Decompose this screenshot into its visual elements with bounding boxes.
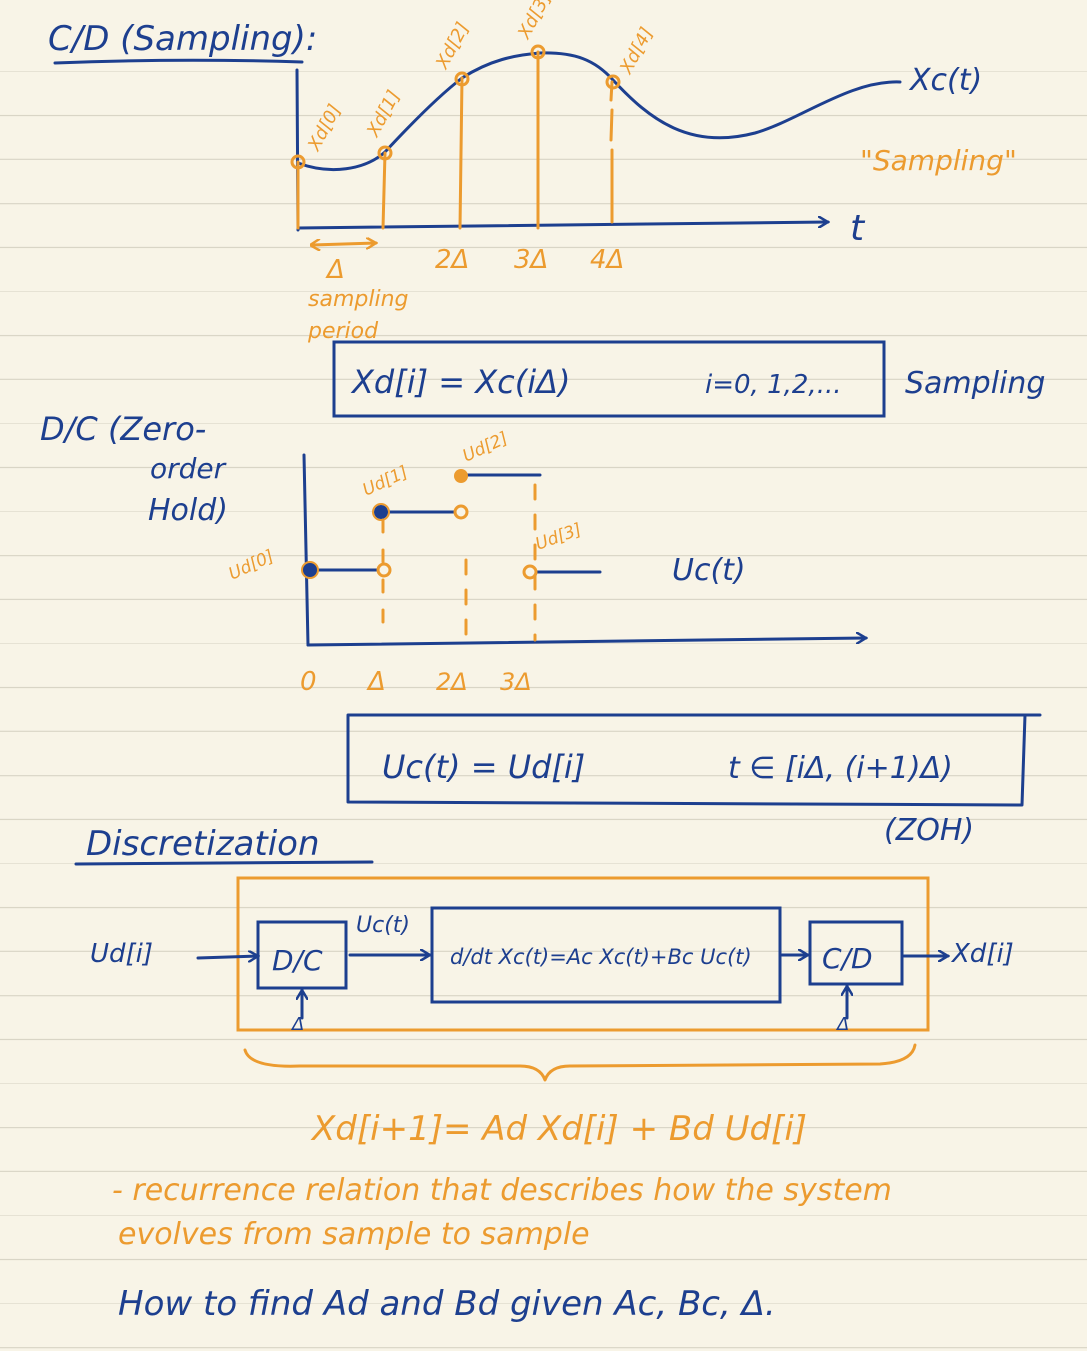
hold-heading-line3: Hold) [148, 493, 228, 528]
system-brace [243, 1043, 917, 1082]
zoh-formula-range: t ∈ [iΔ, (i+1)Δ) [728, 751, 953, 786]
description-line2: evolves from sample to sample [118, 1217, 590, 1252]
sample-stem [458, 76, 464, 230]
sample-label: Xd[0] [303, 101, 345, 155]
hold-filled-point [454, 469, 468, 483]
sampling-heading-underline [53, 58, 304, 65]
hold-sample-label: Ud[0] [226, 546, 277, 584]
sampling-t-axis [296, 222, 828, 230]
hold-filled-point [374, 505, 388, 519]
hold-heading-line1: D/C (Zero- [40, 410, 206, 448]
output-label: Xd[i] [950, 939, 1014, 969]
hold-point-ring [372, 503, 390, 521]
hold-tick-label: 0 [300, 667, 317, 697]
discretization-underline [74, 860, 374, 866]
tick-label: 4Δ [590, 245, 624, 275]
description-line1: - recurrence relation that describes how… [112, 1173, 892, 1208]
sample-point [530, 44, 546, 60]
hold-sample-label: Ud[3] [533, 520, 584, 555]
hold-sample-label: Ud[1] [360, 462, 411, 500]
hold-sample-label: Ud[2] [460, 428, 511, 466]
discretization-frame [236, 876, 930, 1032]
period-label-line1: sampling [308, 287, 409, 312]
sampling-formula: Xd[i] = Xc(iΔ) [350, 363, 571, 401]
hold-open-point [453, 504, 469, 520]
hold-t-axis [306, 638, 866, 647]
hold-heading-line2: order [150, 452, 227, 485]
sample-label: Xd[1] [362, 87, 404, 141]
discretization-section: Discretization Ud[i] D/C Δ Uc(t) d/dt Xc… [74, 824, 1014, 1324]
uc-label: Uc(t) [672, 553, 746, 588]
zoh-note: (ZOH) [884, 813, 974, 848]
sample-label: Xd[2] [431, 19, 473, 73]
hold-point-ring [301, 561, 319, 579]
hold-tick-label: Δ [366, 667, 386, 697]
question-text: How to find Ad and Bd given Ac, Bc, Δ. [118, 1284, 776, 1324]
sample-label: Xd[4] [615, 24, 657, 78]
hold-open-point [522, 564, 538, 580]
sampling-formula-box [332, 340, 886, 418]
tick-label: 3Δ [514, 245, 548, 275]
tick-label: Δ [325, 255, 345, 285]
zoh-formula: Uc(t) = Ud[i] [382, 748, 585, 786]
system-equation: d/dt Xc(t)=Ac Xc(t)+Bc Uc(t) [450, 945, 752, 969]
sampling-t-label: t [850, 208, 866, 249]
sample-stem [609, 80, 614, 224]
sampling-side-label: Sampling [905, 366, 1045, 401]
hold-open-point [376, 562, 392, 578]
mid-signal-label: Uc(t) [356, 913, 410, 938]
zoh-formula-box [346, 713, 1042, 807]
discretization-heading: Discretization [86, 824, 320, 864]
cd-block [808, 920, 904, 986]
hold-section: D/C (Zero- order Hold) Ud[0] Ud[1] Ud[2]… [40, 410, 1042, 848]
sampling-section: C/D (Sampling): t Xc(t) "Sampling" Xd[0]… [48, 0, 1045, 418]
system-block [430, 906, 782, 1004]
cd-delta: Δ [835, 1014, 849, 1035]
hold-filled-point [302, 562, 318, 578]
tick-label: 2Δ [435, 245, 469, 275]
sampling-period-arrow [312, 243, 376, 245]
recurrence-formula: Xd[i+1]= Ad Xd[i] + Bd Ud[i] [310, 1109, 807, 1149]
period-label-line2: period [307, 319, 379, 344]
input-label: Ud[i] [90, 939, 153, 969]
sample-point [290, 154, 306, 170]
sampling-quote-label: "Sampling" [860, 144, 1017, 177]
input-arrow [196, 956, 258, 958]
sampling-heading: C/D (Sampling): [48, 19, 317, 59]
cd-block-label: C/D [822, 942, 873, 975]
dc-block-label: D/C [272, 944, 323, 977]
continuous-signal-curve [296, 51, 902, 171]
hold-y-axis [302, 453, 310, 647]
sample-label: Xd[3] [513, 0, 555, 43]
sample-point [454, 71, 470, 87]
xc-label: Xc(t) [908, 63, 982, 98]
sample-point [377, 145, 393, 161]
sample-stem [381, 151, 387, 230]
hold-tick-label: 2Δ [436, 668, 468, 696]
sampling-formula-range: i=0, 1,2,... [705, 370, 842, 400]
sample-point [605, 74, 621, 90]
dc-delta: Δ [290, 1014, 304, 1035]
hold-tick-label: 3Δ [500, 668, 532, 696]
